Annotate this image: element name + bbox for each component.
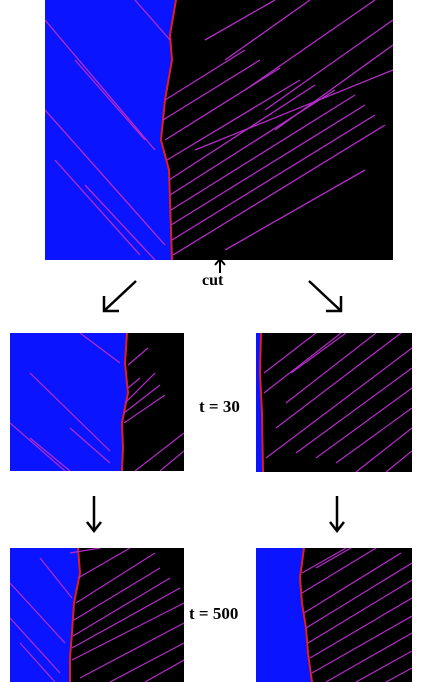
streaks-right-t500 [301, 548, 412, 682]
panel-left-t30 [10, 333, 184, 471]
blue-domain [256, 333, 263, 472]
panel-left-t500 [10, 548, 184, 682]
domain-interface [120, 333, 130, 471]
arrow-up-icon [213, 258, 227, 274]
streaks-top [45, 0, 393, 260]
streaks-left-t30 [10, 333, 184, 471]
domain-interface [258, 333, 264, 472]
cut-label: cut [202, 272, 224, 289]
panel-top-drawing [45, 0, 393, 260]
domain-interface [69, 548, 82, 682]
arrow-down-icon [84, 494, 104, 534]
streaks-right-t30 [263, 333, 412, 472]
panel-right-t30 [256, 333, 412, 472]
blue-domain [10, 333, 128, 471]
streaks-left-t500 [10, 548, 184, 682]
blue-domain [256, 548, 312, 682]
blue-domain [45, 0, 176, 260]
arrow-down-icon [327, 494, 347, 534]
time-label-500: t = 500 [189, 604, 239, 623]
panel-right-t30-drawing [256, 333, 412, 472]
time-label-30: t = 30 [199, 397, 240, 416]
domain-interface [298, 548, 313, 682]
blue-domain [10, 548, 80, 682]
arrow-down-right-icon [305, 278, 345, 314]
panel-right-t500-drawing [256, 548, 412, 682]
panel-right-t500 [256, 548, 412, 682]
panel-top-full-system [45, 0, 393, 260]
panel-left-t500-drawing [10, 548, 184, 682]
panel-left-t30-drawing [10, 333, 184, 471]
arrow-down-left-icon [100, 278, 140, 314]
